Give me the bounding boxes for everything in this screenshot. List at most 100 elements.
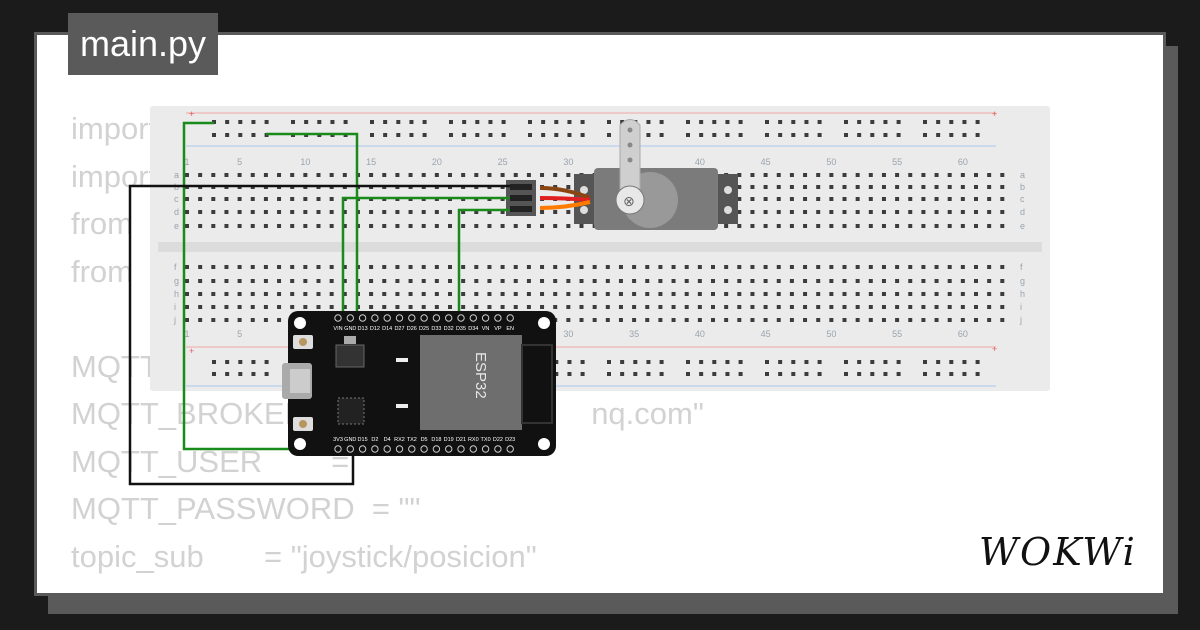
pin-header[interactable]: [408, 445, 416, 453]
pin-header[interactable]: [334, 445, 342, 453]
hole: [500, 173, 505, 177]
pin-header[interactable]: [383, 314, 391, 322]
hole: [329, 292, 334, 296]
wokwi-logo[interactable]: WOKWi: [975, 527, 1155, 577]
rail-hole: [949, 133, 954, 137]
pin-header[interactable]: [371, 314, 379, 322]
hole: [500, 210, 505, 214]
hole: [329, 305, 334, 309]
rail-hole: [422, 133, 427, 137]
pin-header[interactable]: [432, 314, 441, 322]
hole: [868, 292, 873, 296]
hole: [263, 173, 268, 177]
rail-hole: [936, 133, 941, 137]
pin-header[interactable]: [358, 445, 367, 453]
pin-header[interactable]: [506, 445, 514, 453]
hole: [316, 265, 321, 269]
pin-header[interactable]: [432, 445, 441, 453]
row-letter: d: [1020, 207, 1025, 217]
hole: [448, 224, 452, 228]
pin-header[interactable]: [334, 314, 342, 322]
hole: [868, 185, 873, 189]
hole: [553, 305, 558, 309]
hole: [697, 292, 702, 296]
hole: [277, 318, 282, 322]
hole: [448, 210, 452, 214]
hole: [881, 265, 886, 269]
pin-header[interactable]: [494, 314, 502, 322]
rail-hole: [501, 133, 506, 137]
pin-label: RX2: [394, 437, 405, 443]
hole: [540, 224, 545, 228]
pin-header[interactable]: [371, 445, 379, 453]
rail-hole: [567, 120, 572, 124]
hole: [763, 197, 768, 201]
pin-header[interactable]: [346, 445, 354, 453]
hole: [316, 224, 321, 228]
pin-header[interactable]: [408, 314, 416, 322]
pin-header[interactable]: [445, 445, 453, 453]
hole: [789, 292, 794, 296]
pin-header[interactable]: [420, 445, 428, 453]
hole: [448, 305, 452, 309]
pin-header[interactable]: [420, 314, 428, 322]
hole: [947, 173, 952, 177]
hole: [342, 265, 347, 269]
rail-hole: [264, 120, 269, 124]
pin-header[interactable]: [481, 314, 490, 322]
servo-motor[interactable]: ⊗: [506, 119, 738, 231]
hole: [711, 292, 715, 296]
rail-hole: [212, 372, 216, 376]
hole: [947, 318, 952, 322]
pin-header[interactable]: [346, 314, 354, 322]
hole: [829, 197, 834, 201]
pin-header[interactable]: [469, 445, 477, 453]
pin-header[interactable]: [395, 445, 404, 453]
rail-hole: [936, 360, 941, 364]
pin-header[interactable]: [506, 314, 514, 322]
rail-hole: [883, 133, 888, 137]
pin-header[interactable]: [445, 314, 453, 322]
pin-header[interactable]: [457, 445, 465, 453]
pin-label: D14: [382, 326, 392, 332]
hole: [763, 210, 768, 214]
pin-header[interactable]: [494, 445, 502, 453]
rail-hole: [567, 133, 572, 137]
file-tab[interactable]: main.py: [68, 13, 219, 75]
hole: [842, 265, 847, 269]
pin-header[interactable]: [457, 314, 465, 322]
hole: [921, 318, 926, 322]
hole: [881, 305, 886, 309]
pin-header[interactable]: [358, 314, 367, 322]
hole: [684, 292, 689, 296]
hole: [290, 197, 295, 201]
hole: [290, 210, 295, 214]
hole: [369, 210, 374, 214]
pin-header[interactable]: [481, 445, 490, 453]
rail-hole: [844, 120, 848, 124]
hole: [224, 279, 229, 283]
hole: [369, 292, 374, 296]
hole: [198, 224, 203, 228]
hole: [342, 210, 347, 214]
pin-header[interactable]: [469, 314, 477, 322]
hole: [816, 305, 821, 309]
pin-header[interactable]: [395, 314, 404, 322]
hole: [750, 197, 755, 201]
rail-hole: [857, 372, 862, 376]
hole: [658, 279, 663, 283]
column-number: 25: [498, 157, 508, 167]
rail-hole: [620, 120, 625, 124]
hole: [921, 224, 926, 228]
rail-hole: [923, 372, 927, 376]
column-number: 35: [629, 329, 639, 339]
hole: [421, 173, 426, 177]
hole: [895, 173, 900, 177]
hole: [237, 279, 242, 283]
hole: [382, 292, 387, 296]
hole: [500, 292, 505, 296]
pin-header[interactable]: [383, 445, 391, 453]
hole: [553, 224, 558, 228]
hole: [250, 224, 255, 228]
